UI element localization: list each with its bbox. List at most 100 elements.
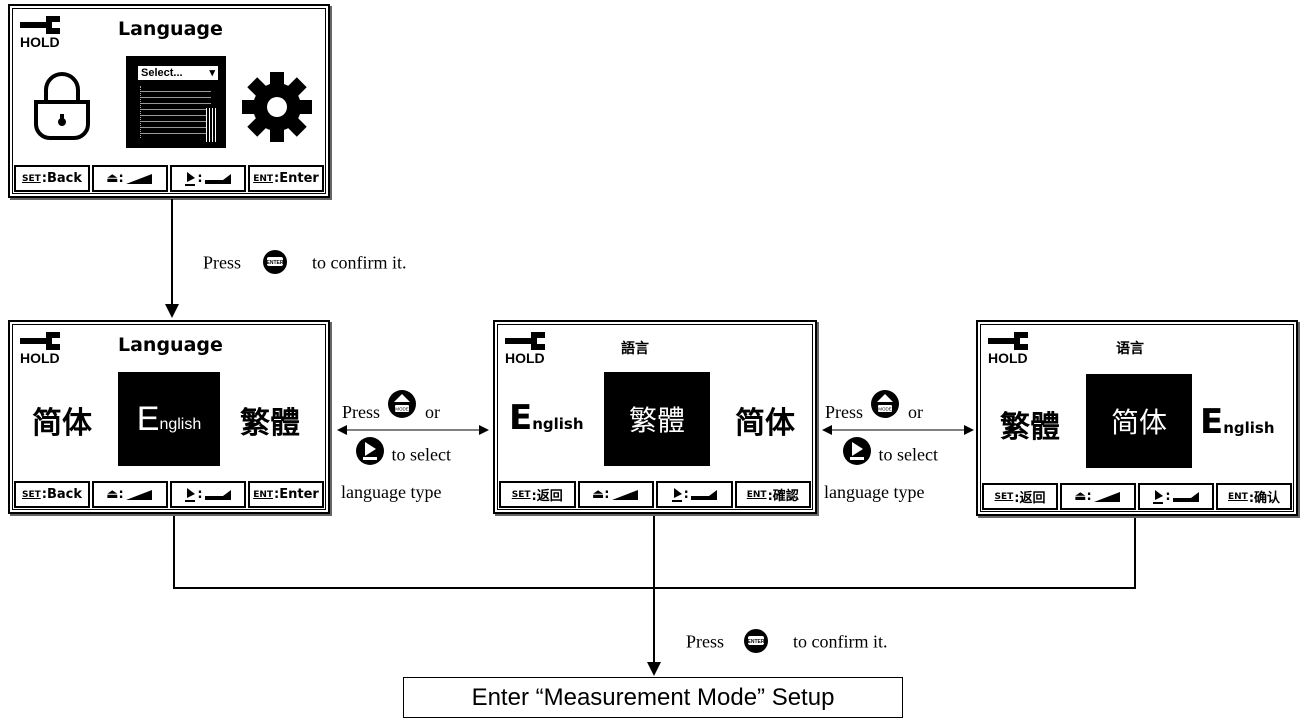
press-text: Press [686, 631, 725, 652]
gear-icon [240, 70, 314, 149]
lcd-screen-traditional: HOLD 語言 English 繁體 简体 SET:返回 ⏏: : ENT:確認 [493, 320, 817, 514]
right-sep: : [197, 487, 203, 502]
scrollbar [206, 108, 218, 142]
enter-button[interactable]: ENT:確認 [734, 481, 811, 508]
option-rest: nglish [159, 416, 202, 433]
right-button[interactable]: : [1138, 483, 1214, 510]
enter-button[interactable]: ENT:Enter [248, 165, 324, 192]
screen-frame [980, 324, 1294, 512]
arrow-line-down [171, 199, 173, 307]
hold-wrench-icon: HOLD [18, 12, 64, 50]
option-english[interactable]: English [1200, 402, 1275, 442]
right-button[interactable]: : [170, 165, 246, 192]
enter-button[interactable]: ENT:Enter [248, 481, 324, 508]
right-sep: : [197, 171, 203, 186]
right-key-icon [1153, 489, 1164, 504]
hold-wrench-icon: HOLD [18, 328, 64, 366]
instruction-line-2: to select [842, 437, 938, 471]
hold-wrench-icon: HOLD [503, 328, 549, 366]
enter-key-icon: ENTER [262, 249, 288, 280]
instruction-select-2: Press MODE or to select language type [822, 390, 974, 508]
instruction-confirm-1: Press ENTER to confirm it. [203, 249, 407, 280]
option-traditional-selected[interactable]: 繁體 [604, 372, 710, 466]
press-text: Press [342, 402, 381, 422]
hold-label: HOLD [988, 350, 1028, 366]
set-key-label: SET [994, 491, 1014, 502]
enter-label: :Enter [274, 171, 319, 186]
ent-key-label: ENT [253, 173, 274, 184]
chevron-down-icon: ▾ [209, 67, 215, 79]
hold-wrench-icon: HOLD [986, 328, 1032, 366]
option-cap: E [136, 399, 160, 438]
option-simplified[interactable]: 简体 [735, 398, 795, 442]
right-sep: : [1165, 489, 1171, 504]
right-sep: : [683, 487, 689, 502]
double-arrow-horizontal [822, 425, 974, 435]
back-button[interactable]: SET:返回 [982, 483, 1058, 510]
measurement-mode-setup-box: Enter “Measurement Mode” Setup [403, 677, 903, 718]
up-sep: : [1086, 489, 1092, 504]
double-arrow-horizontal [337, 425, 489, 435]
screen-frame [12, 324, 326, 510]
back-label: :Back [41, 487, 82, 502]
up-button[interactable]: ⏏: [1060, 483, 1136, 510]
option-simplified[interactable]: 简体 [32, 398, 92, 442]
increase-icon [611, 489, 638, 500]
instruction-line-2: to select [355, 437, 451, 471]
footer-bar: SET:Back ⏏: : ENT:Enter [14, 165, 324, 192]
up-sep: : [118, 171, 124, 186]
right-button[interactable]: : [656, 481, 733, 508]
up-button[interactable]: ⏏: [92, 165, 168, 192]
option-text: 繁體 [240, 406, 300, 441]
back-button[interactable]: SET:Back [14, 165, 90, 192]
screen-title: 語言 [621, 341, 649, 357]
back-button[interactable]: SET:Back [14, 481, 90, 508]
option-english[interactable]: English [509, 398, 584, 438]
connector-center-down [653, 516, 655, 664]
set-key-label: SET [21, 489, 41, 500]
option-cap: E [1200, 402, 1224, 442]
right-key-icon [185, 487, 196, 502]
back-label: :返回 [531, 489, 563, 504]
shift-icon [204, 489, 231, 500]
option-text: 简体 [735, 406, 795, 441]
option-text: 简体 [1110, 406, 1167, 439]
option-cap: E [509, 398, 533, 438]
footer-bar: SET:返回 ⏏: : ENT:确认 [982, 483, 1292, 510]
up-button[interactable]: ⏏: [577, 481, 654, 508]
up-key-icon: ⏏ [106, 487, 119, 502]
back-button[interactable]: SET:返回 [499, 481, 576, 508]
option-traditional[interactable]: 繁體 [1000, 402, 1060, 446]
hold-label: HOLD [20, 34, 60, 50]
right-key-icon [671, 487, 682, 502]
or-text: or [908, 402, 924, 422]
right-button[interactable]: : [170, 481, 246, 508]
option-rest: nglish [532, 415, 584, 433]
up-button[interactable]: ⏏: [92, 481, 168, 508]
language-menu-preview: Select... ▾ [126, 56, 226, 148]
arrow-head-down-icon [165, 304, 179, 318]
right-key-icon [355, 436, 385, 471]
instruction-confirm-2: Press ENTER to confirm it. [686, 628, 888, 659]
or-text: or [425, 402, 441, 422]
option-rest: nglish [1223, 419, 1275, 437]
increase-icon [1093, 491, 1120, 502]
option-traditional[interactable]: 繁體 [240, 398, 300, 442]
up-key-icon: ⏏ [592, 487, 605, 502]
enter-label: :确认 [1248, 491, 1281, 506]
to-select-text: to select [878, 444, 938, 465]
enter-button[interactable]: ENT:确认 [1216, 483, 1292, 510]
final-step-label: Enter “Measurement Mode” Setup [471, 683, 835, 711]
ent-key-label: ENT [746, 489, 767, 500]
option-text: 繁體 [1000, 410, 1060, 445]
right-key-icon [842, 436, 872, 471]
increase-icon [125, 173, 152, 184]
back-label: :返回 [1014, 491, 1046, 506]
shift-icon [690, 489, 717, 500]
footer-bar: SET:返回 ⏏: : ENT:確認 [499, 481, 811, 508]
up-key-icon: ⏏ [106, 171, 119, 186]
confirm-text: to confirm it. [793, 631, 888, 652]
option-simplified-selected[interactable]: 简体 [1086, 374, 1192, 468]
